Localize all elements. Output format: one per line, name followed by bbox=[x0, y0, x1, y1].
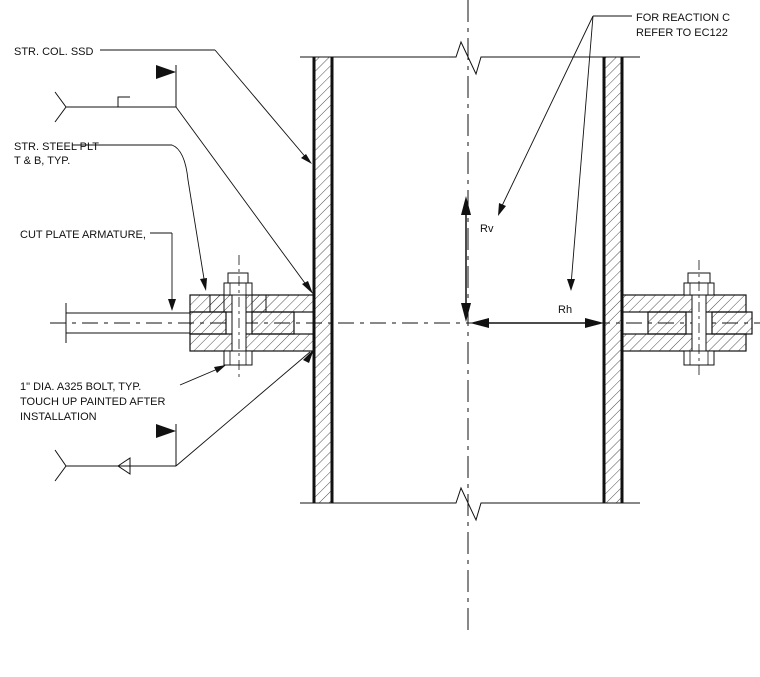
label-steel-plt-line1: STR. STEEL PLT bbox=[14, 141, 99, 153]
column-left-wall bbox=[312, 57, 334, 503]
label-steel-plt-line2: T & B, TYP. bbox=[14, 155, 70, 167]
label-bolt-line1: 1" DIA. A325 BOLT, TYP. bbox=[20, 381, 141, 393]
label-col-ssd: STR. COL. SSD bbox=[14, 46, 94, 58]
label-cut-plate: CUT PLATE ARMATURE, bbox=[20, 229, 146, 241]
right-plate-assembly bbox=[621, 260, 753, 378]
weld-symbol-top bbox=[54, 65, 313, 294]
label-bolt-line2: TOUCH UP PAINTED AFTER bbox=[20, 396, 166, 408]
rv-arrow bbox=[461, 196, 471, 322]
leader-steel-plt bbox=[72, 144, 207, 291]
weld-symbol-bottom bbox=[54, 349, 314, 482]
left-plate-assembly bbox=[65, 255, 315, 380]
label-rh: Rh bbox=[558, 304, 572, 316]
leader-reaction bbox=[498, 15, 632, 291]
column-right-wall bbox=[602, 57, 624, 503]
label-bolt-line3: INSTALLATION bbox=[20, 411, 97, 423]
label-reaction-line2: REFER TO EC122 bbox=[636, 27, 728, 39]
label-rv: Rv bbox=[480, 223, 494, 235]
column-bottom-break-line bbox=[300, 486, 640, 522]
leader-cut-plate bbox=[150, 232, 176, 311]
column-top-break-line bbox=[300, 40, 640, 76]
rh-arrow bbox=[470, 318, 604, 328]
leader-col-ssd bbox=[100, 49, 312, 164]
leader-bolt bbox=[179, 365, 226, 386]
label-reaction-line1: FOR REACTION C bbox=[636, 12, 730, 24]
